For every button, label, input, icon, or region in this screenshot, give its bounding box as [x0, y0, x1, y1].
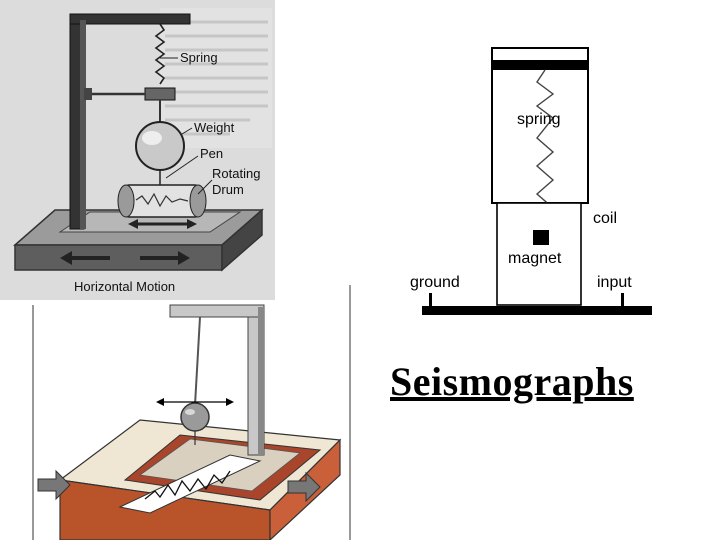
spring-housing [491, 47, 589, 204]
leader-lines [160, 57, 213, 195]
drum-label: Drum [212, 182, 244, 197]
left-motion-arrow [37, 469, 71, 501]
horizontal-motion-arrows [60, 251, 190, 265]
right-motion-arrow [287, 471, 321, 503]
ground-base [422, 293, 652, 315]
spring-drawing [84, 23, 176, 122]
pen-label: Pen [200, 146, 223, 161]
pendulum-string [194, 316, 201, 406]
paper-strip [118, 454, 262, 514]
weight-label: Weight [194, 120, 235, 135]
drum-seismograph-drawing: Spring Weight Pen Rotating Drum Horizont… [13, 8, 272, 294]
coil-housing [496, 202, 582, 306]
spring-label: spring [517, 111, 561, 128]
rotating-drum [117, 184, 207, 229]
rotating-label: Rotating [212, 166, 260, 181]
pendulum-post [169, 304, 265, 456]
swing-arrows [156, 398, 234, 406]
drum-seismograph-figure: Spring Weight Pen Rotating Drum Horizont… [0, 0, 275, 300]
coil-label: coil [593, 210, 617, 227]
spring-label: Spring [180, 50, 218, 65]
weight-sphere [135, 121, 185, 186]
pendulum-seismograph-figure [30, 285, 355, 542]
magnet-label: magnet [508, 250, 562, 267]
pendulum-seismograph-drawing [32, 285, 351, 542]
page-title: Seismographs [390, 359, 634, 404]
ground-label: ground [410, 274, 460, 291]
horizontal-motion-label: Horizontal Motion [74, 279, 175, 294]
pendulum-bob [180, 402, 210, 432]
base-platform [13, 208, 264, 272]
input-label: input [597, 274, 632, 291]
vertical-post [69, 13, 191, 230]
magnet-block [533, 230, 549, 245]
coil-seismograph-drawing: spring coil magnet ground input [410, 47, 652, 315]
coil-seismograph-figure: spring coil magnet ground input [385, 40, 675, 330]
